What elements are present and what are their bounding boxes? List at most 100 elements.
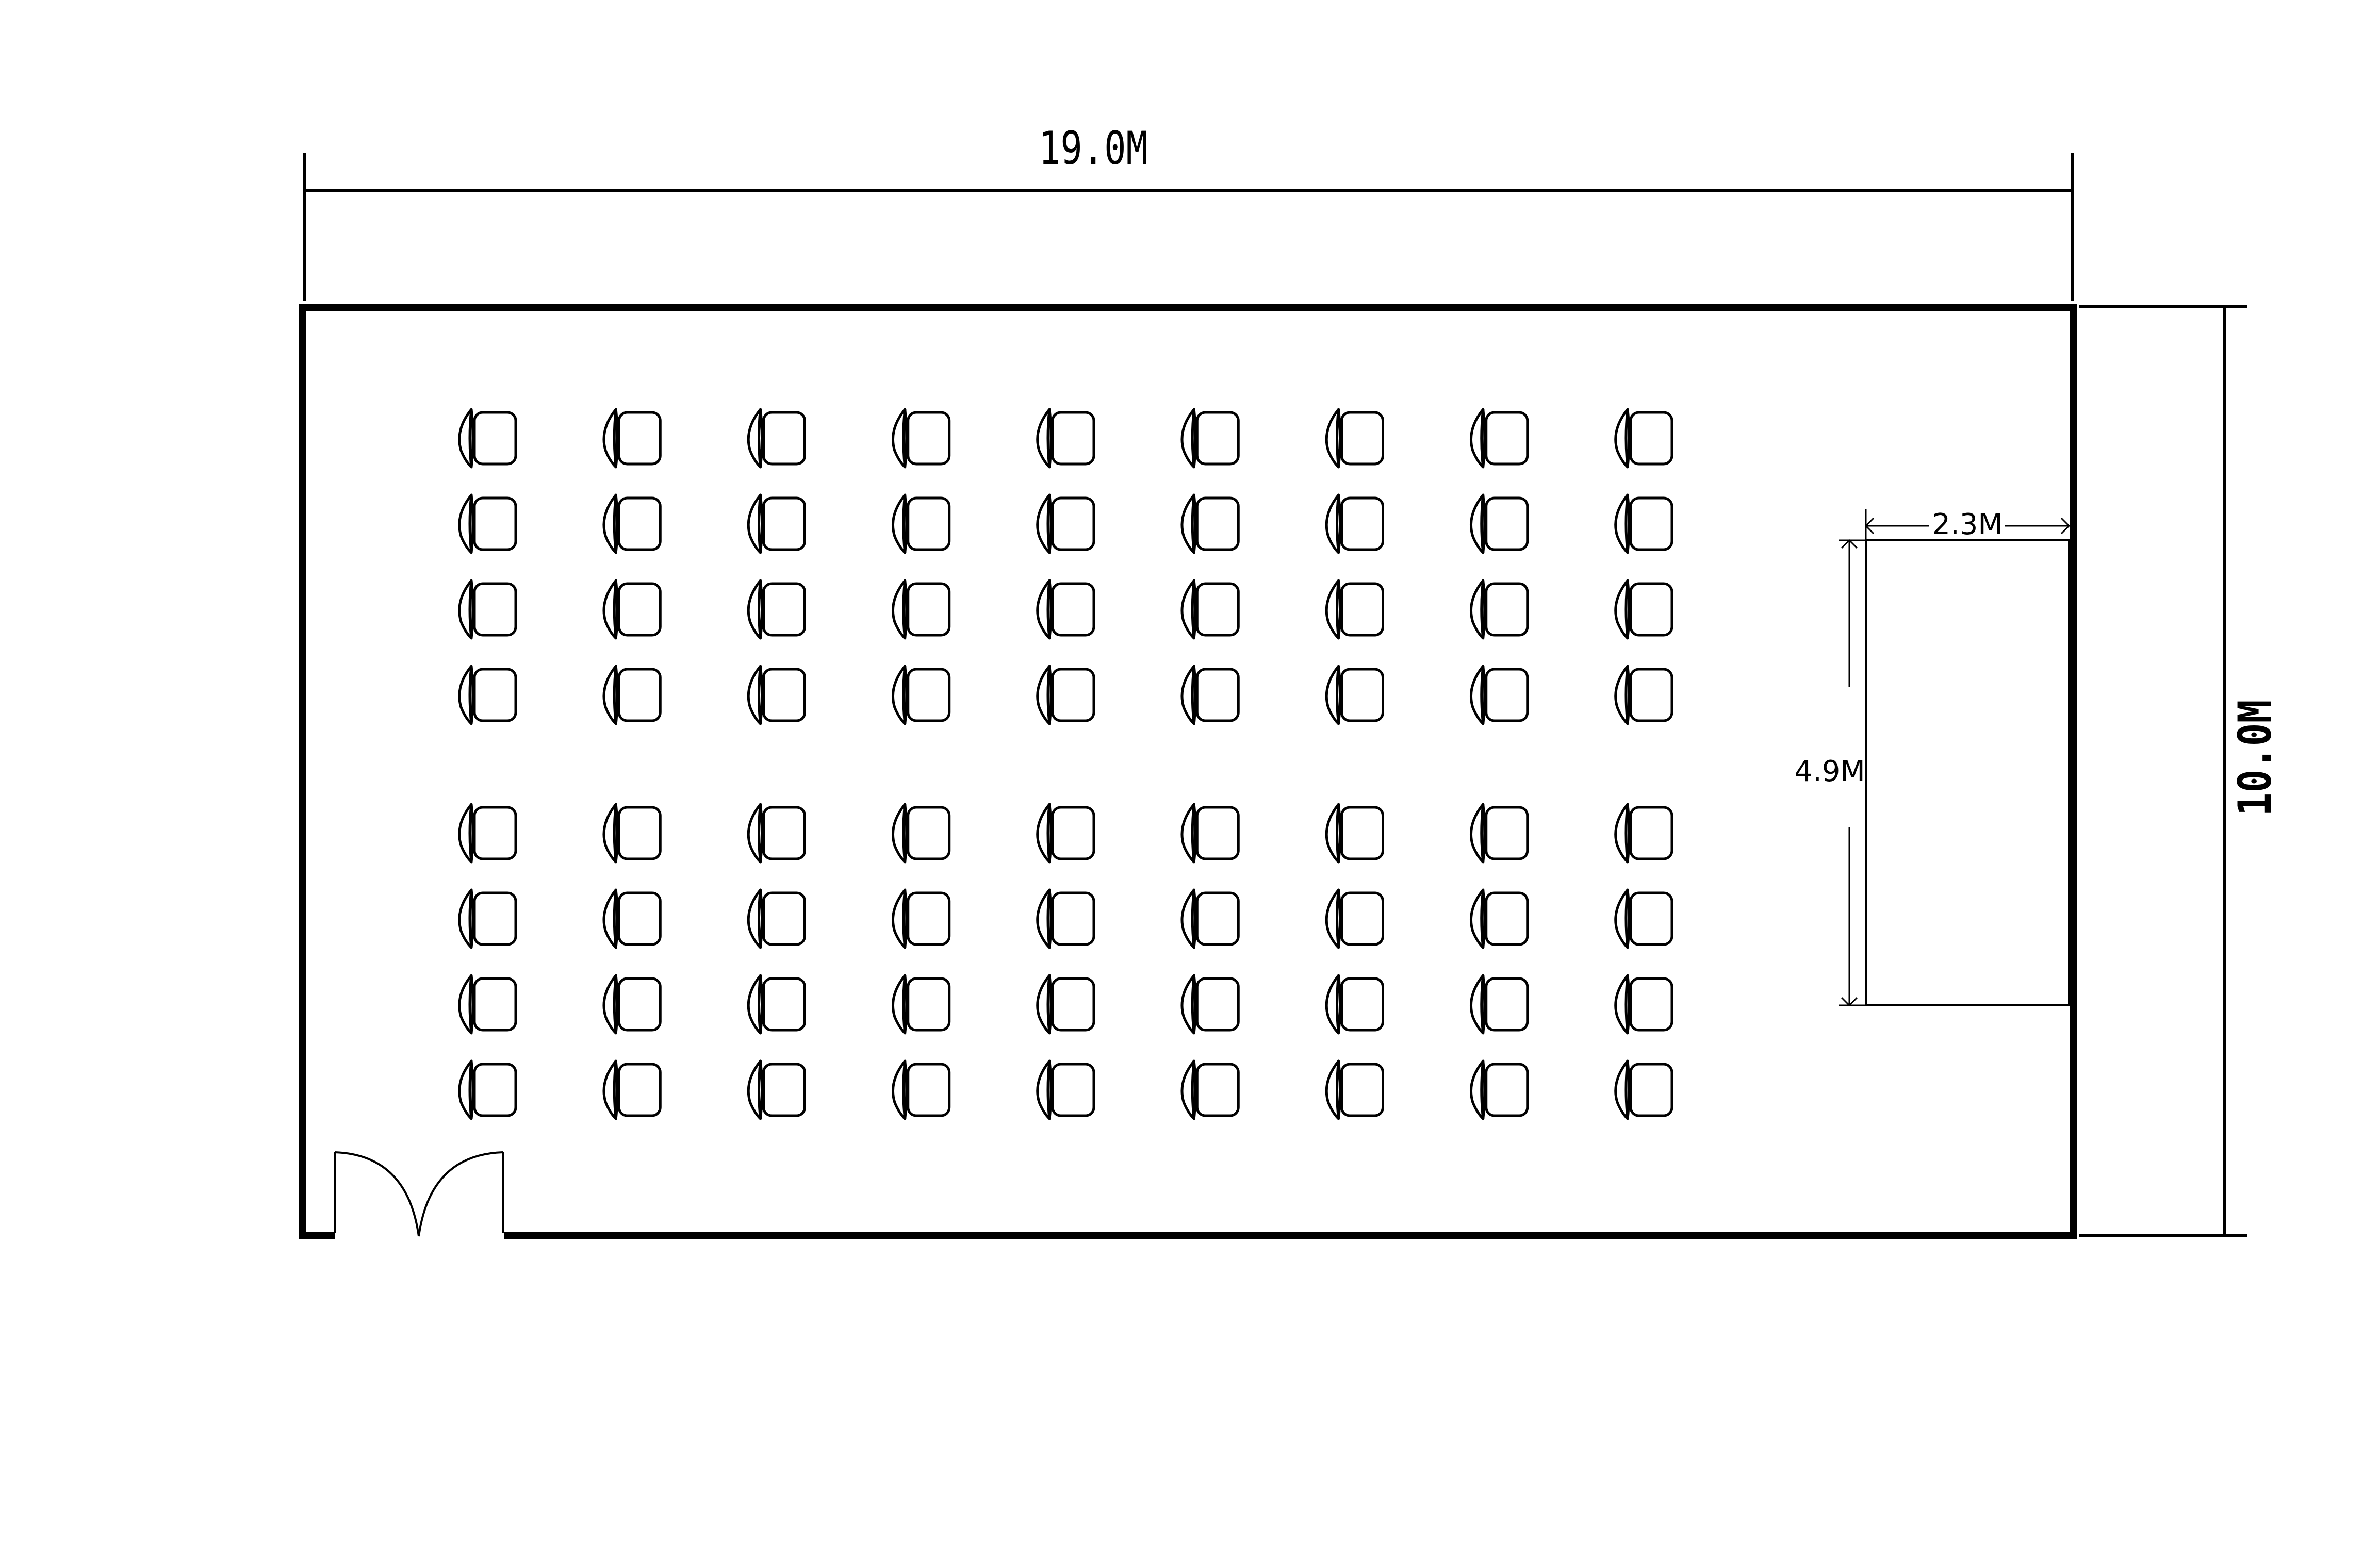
width-dimension: 19.0M bbox=[303, 122, 2074, 301]
chair-backrest bbox=[1180, 493, 1195, 554]
chair-backrest bbox=[1325, 888, 1340, 949]
chair-backrest bbox=[602, 579, 617, 640]
chair bbox=[1470, 493, 1529, 554]
chair-backrest bbox=[458, 803, 473, 864]
stage-width-arrow-right bbox=[2060, 517, 2071, 535]
chair bbox=[1325, 888, 1384, 949]
stage-outline bbox=[1865, 539, 2070, 1006]
seating-area bbox=[458, 408, 1673, 1120]
chair-seat bbox=[907, 891, 951, 946]
door-swing-left bbox=[334, 1151, 420, 1237]
chair bbox=[747, 579, 806, 640]
chair-seat bbox=[762, 977, 806, 1032]
chair-backrest-bar bbox=[1048, 889, 1053, 948]
chair-seat bbox=[907, 806, 951, 860]
chair-backrest bbox=[747, 974, 762, 1035]
chair-seat bbox=[473, 1063, 517, 1117]
room-walls bbox=[299, 304, 2077, 1239]
chair-seat bbox=[617, 496, 662, 551]
chair bbox=[1180, 493, 1240, 554]
chair-backrest bbox=[1614, 803, 1629, 864]
chair-backrest bbox=[747, 803, 762, 864]
chair bbox=[1036, 665, 1095, 725]
chair-backrest bbox=[1325, 665, 1340, 725]
chair bbox=[1036, 803, 1095, 864]
chair bbox=[1614, 408, 1673, 469]
chair bbox=[1180, 888, 1240, 949]
chair bbox=[892, 803, 951, 864]
chair-backrest-bar bbox=[759, 494, 763, 553]
chair-backrest-bar bbox=[904, 494, 908, 553]
chair-backrest bbox=[1036, 1059, 1051, 1120]
chair-backrest-bar bbox=[614, 804, 619, 863]
chair-seat bbox=[1485, 411, 1529, 466]
chair-backrest-bar bbox=[759, 1060, 763, 1119]
chair-seat bbox=[1629, 668, 1673, 722]
chair-seat bbox=[907, 1063, 951, 1117]
chair-backrest-bar bbox=[1482, 409, 1486, 468]
chair-backrest bbox=[1614, 408, 1629, 469]
chair-backrest-bar bbox=[1482, 889, 1486, 948]
chair-seat bbox=[762, 496, 806, 551]
chair bbox=[1036, 974, 1095, 1035]
chair bbox=[1470, 579, 1529, 640]
chair-backrest-bar bbox=[1048, 409, 1053, 468]
chair bbox=[1325, 1059, 1384, 1120]
chair-backrest bbox=[1325, 408, 1340, 469]
chair bbox=[747, 1059, 806, 1120]
chair-backrest-bar bbox=[1192, 975, 1197, 1034]
chair-backrest bbox=[747, 665, 762, 725]
chair-backrest bbox=[892, 665, 907, 725]
chair-backrest bbox=[1325, 579, 1340, 640]
chair bbox=[1470, 665, 1529, 725]
stage-length-arrow-top bbox=[1841, 539, 1858, 549]
chair-seat bbox=[617, 1063, 662, 1117]
chair-backrest-bar bbox=[470, 1060, 474, 1119]
chair-backrest-bar bbox=[1337, 666, 1341, 724]
chair-backrest-bar bbox=[1192, 889, 1197, 948]
chair-backrest bbox=[458, 888, 473, 949]
chair-seat bbox=[1629, 582, 1673, 637]
chair-backrest-bar bbox=[470, 666, 474, 724]
chair-backrest-bar bbox=[614, 1060, 619, 1119]
chair-backrest-bar bbox=[1048, 494, 1053, 553]
chair-backrest bbox=[1036, 579, 1051, 640]
chair-backrest bbox=[1036, 493, 1051, 554]
chair-backrest-bar bbox=[759, 804, 763, 863]
chair bbox=[1325, 408, 1384, 469]
chair-backrest-bar bbox=[1192, 409, 1197, 468]
chair-seat bbox=[1195, 668, 1240, 722]
chair-backrest-bar bbox=[470, 889, 474, 948]
chair-backrest bbox=[458, 493, 473, 554]
chair-backrest-bar bbox=[1048, 666, 1053, 724]
chair-backrest-bar bbox=[904, 580, 908, 639]
chair-backrest-bar bbox=[1048, 1060, 1053, 1119]
chair bbox=[747, 888, 806, 949]
chair-backrest-bar bbox=[1482, 1060, 1486, 1119]
chair-seat bbox=[1485, 977, 1529, 1032]
chair-seat bbox=[762, 668, 806, 722]
chair-backrest bbox=[602, 493, 617, 554]
chair-backrest bbox=[747, 579, 762, 640]
chair bbox=[1180, 408, 1240, 469]
chair bbox=[458, 408, 517, 469]
chair-seat bbox=[1195, 977, 1240, 1032]
chair bbox=[1614, 974, 1673, 1035]
chair-seat bbox=[473, 411, 517, 466]
chair bbox=[458, 493, 517, 554]
chair-backrest-bar bbox=[904, 1060, 908, 1119]
chair-backrest-bar bbox=[759, 580, 763, 639]
chair-backrest bbox=[1614, 888, 1629, 949]
chair bbox=[602, 1059, 662, 1120]
chair bbox=[1036, 408, 1095, 469]
chair-backrest-bar bbox=[1192, 666, 1197, 724]
chair-backrest-bar bbox=[1626, 889, 1631, 948]
chair bbox=[1325, 974, 1384, 1035]
chair bbox=[458, 579, 517, 640]
chair-backrest bbox=[1470, 408, 1485, 469]
chair bbox=[1036, 493, 1095, 554]
chair-seat bbox=[1340, 977, 1384, 1032]
chair bbox=[458, 888, 517, 949]
stage: 2.3M 4.9M bbox=[1794, 508, 2071, 1007]
